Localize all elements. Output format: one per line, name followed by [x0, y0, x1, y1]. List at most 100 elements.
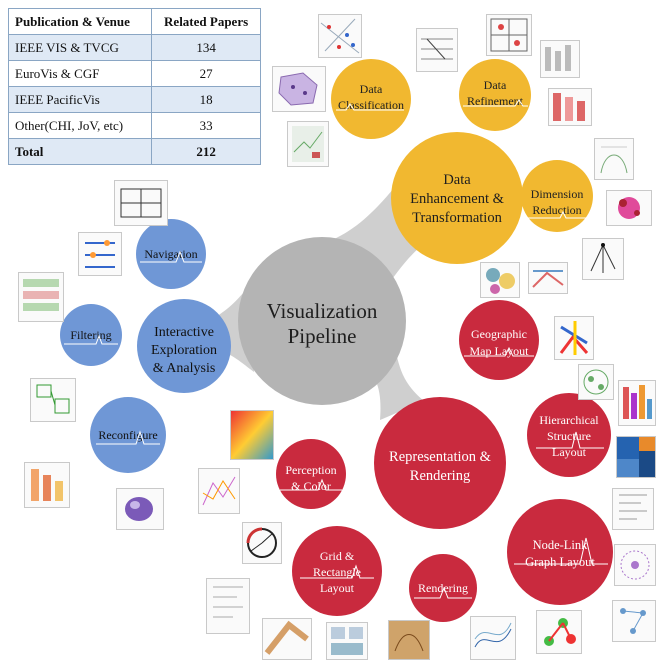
thumbnail-grid-2: [262, 618, 312, 660]
thumbnail-reconfigure-1: [116, 488, 164, 530]
papers-cell: 18: [151, 86, 261, 113]
venue-cell: Other(CHI, JoV, etc): [7, 112, 153, 139]
hierarchical-structure-layout-sparkline: [536, 431, 604, 449]
geographic-map-layout-circle[interactable]: [459, 300, 539, 380]
thumbnail-filtering-1: [18, 272, 64, 322]
venue-cell: IEEE PacificVis: [7, 86, 153, 113]
hierarchical-structure-layout-line2: Structure: [547, 429, 591, 443]
perception-color-circle[interactable]: [276, 439, 346, 509]
papers-column-header: Related Papers: [151, 8, 261, 35]
thumbnail-perception-1: [230, 410, 274, 460]
thumbnail-node-link-3: [536, 610, 582, 654]
data-refinement-line1: Data: [484, 78, 507, 92]
navigation-sparkline: [140, 250, 202, 263]
data-classification-line1: Data: [360, 82, 383, 96]
data-enhancement-line2: Enhancement &: [410, 191, 505, 207]
center-title-line1: Visualization: [267, 299, 378, 323]
thumbnail-navigation-1: [114, 180, 168, 226]
venue-table-header: Publication & Venue Related Papers: [7, 8, 261, 35]
grid-rectangle-layout-circle[interactable]: [292, 526, 382, 616]
node-link-graph-layout-circle[interactable]: [507, 499, 613, 605]
total-label-cell: Total: [7, 138, 153, 165]
table-row: IEEE VIS & TVCG 134: [7, 34, 261, 61]
navigation-circle[interactable]: [136, 219, 206, 289]
thumbnail-navigation-2: [78, 232, 122, 276]
dimension-reduction-circle[interactable]: [521, 160, 593, 232]
data-enhancement-line3: Transformation: [412, 210, 502, 226]
thumbnail-hierarchical-3: [616, 436, 656, 478]
rendering-circle[interactable]: [409, 554, 477, 622]
thumbnail-hierarchical-1: [578, 364, 614, 400]
thumbnail-node-link-2: [612, 600, 656, 642]
data-refinement-sparkline: [463, 99, 528, 107]
thumbnail-filtering-3: [24, 462, 70, 508]
center-circle: [238, 237, 406, 405]
thumbnail-data-refinement-3: [540, 40, 580, 78]
dimension-reduction-sparkline: [524, 210, 589, 219]
thumbnail-geographic-map-4: [554, 316, 594, 360]
interactive-exploration-line2: Exploration: [151, 343, 217, 358]
papers-cell: 33: [151, 112, 261, 139]
table-row: Other(CHI, JoV, etc) 33: [7, 112, 261, 139]
data-classification-line2: Classification: [338, 98, 404, 112]
dimension-reduction-line2: Reduction: [532, 203, 581, 217]
perception-color-sparkline: [280, 478, 342, 491]
geographic-map-layout-line1: Geographic: [471, 327, 527, 341]
representation-rendering-circle[interactable]: [374, 397, 506, 529]
representation-rendering-line2: Rendering: [410, 468, 470, 484]
filtering-circle[interactable]: [60, 304, 122, 366]
filtering-sparkline: [64, 334, 118, 345]
venue-table: Publication & Venue Related Papers IEEE …: [7, 8, 261, 165]
reconfigure-line1: Reconfigure: [98, 428, 157, 442]
thumbnail-geographic-map-1: [582, 238, 624, 280]
perception-color-line1: Perception: [285, 463, 336, 477]
node-link-graph-layout-line2: Graph Layout: [525, 555, 595, 569]
thumbnail-geographic-map-3: [528, 262, 568, 294]
table-total-row: Total 212: [7, 138, 261, 165]
data-refinement-circle[interactable]: [459, 59, 531, 131]
thumbnail-data-refinement-2: [486, 14, 532, 56]
data-classification-sparkline: [336, 103, 404, 111]
thumbnail-perception-2: [198, 468, 240, 514]
interactive-exploration-line3: & Analysis: [153, 361, 216, 376]
thumbnail-hierarchical-2: [618, 380, 656, 426]
center-title-line2: Pipeline: [288, 324, 357, 348]
data-enhancement-circle[interactable]: [391, 132, 523, 264]
grid-rectangle-layout-sparkline: [300, 564, 374, 579]
rendering-sparkline: [414, 586, 472, 599]
interactive-exploration-circle[interactable]: [137, 299, 231, 393]
venue-column-header: Publication & Venue: [7, 8, 153, 35]
thumbnail-rendering-1: [470, 616, 516, 660]
thumbnail-node-link-1: [614, 544, 656, 586]
papers-cell: 134: [151, 34, 261, 61]
thumbnail-data-classification-2: [272, 66, 326, 112]
thumbnail-dimension-reduction-1: [594, 138, 634, 180]
thumbnail-rendering-2: [388, 620, 430, 660]
thumbnail-grid-3: [206, 578, 250, 634]
interactive-exploration-line1: Interactive: [154, 325, 214, 340]
grid-rectangle-layout-line1: Grid &: [320, 549, 355, 563]
thumbnail-dimension-reduction-2: [606, 190, 652, 226]
thumbnail-grid-1: [326, 622, 368, 660]
geographic-map-layout-line2: Map Layout: [470, 344, 530, 358]
node-link-graph-layout-line1: Node-Link: [533, 538, 589, 552]
thumbnail-data-refinement-1: [416, 28, 458, 72]
node-link-graph-layout-sparkline: [514, 537, 608, 565]
data-refinement-line2: Refinement: [467, 94, 524, 108]
navigation-line1: Navigation: [144, 247, 197, 261]
reconfigure-sparkline: [96, 430, 160, 445]
rendering-line1: Rendering: [418, 581, 468, 595]
thumbnail-data-classification-3: [287, 121, 329, 167]
venue-cell: IEEE VIS & TVCG: [7, 34, 153, 61]
data-classification-circle[interactable]: [331, 59, 411, 139]
reconfigure-circle[interactable]: [90, 397, 166, 473]
hierarchical-structure-layout-circle[interactable]: [527, 393, 611, 477]
representation-rendering-line1: Representation &: [389, 449, 492, 465]
hierarchical-structure-layout-line1: Hierarchical: [539, 413, 599, 427]
venue-cell: EuroVis & CGF: [7, 60, 153, 87]
grid-rectangle-layout-line2: Rectangle: [313, 565, 361, 579]
thumbnail-filtering-2: [30, 378, 76, 422]
papers-cell: 27: [151, 60, 261, 87]
data-enhancement-line1: Data: [443, 172, 471, 188]
